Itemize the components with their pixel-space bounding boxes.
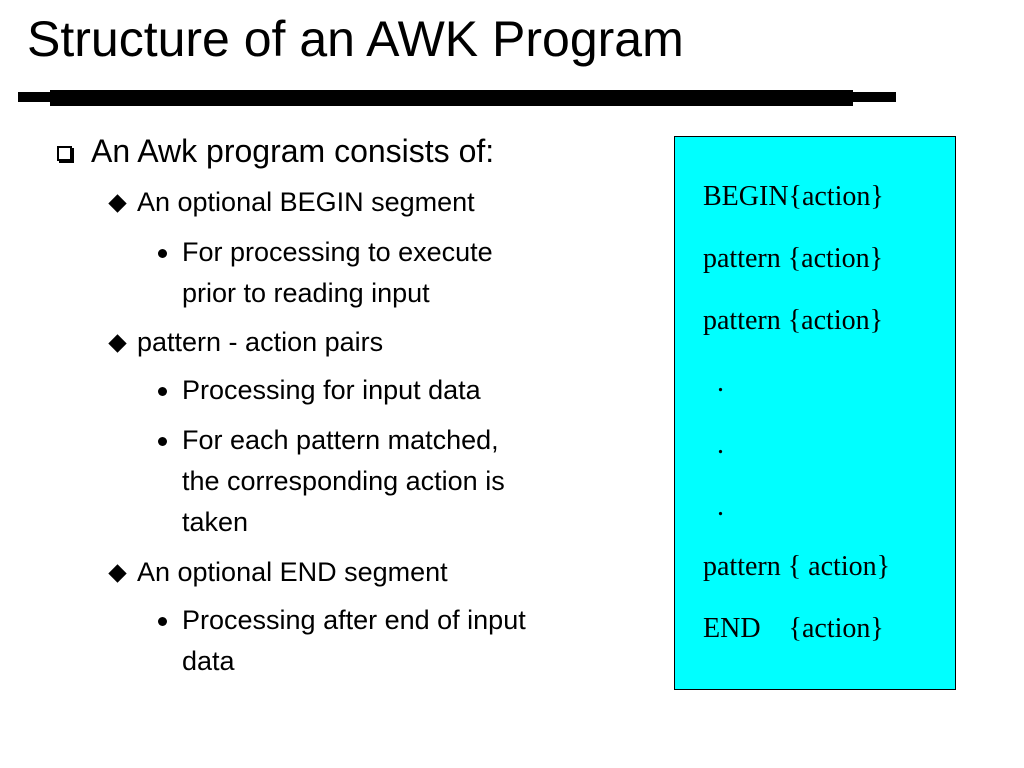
bullet-begin-segment: An optional BEGIN segment	[137, 187, 475, 217]
bullet-end-detail-1: Processing after end of input	[182, 605, 526, 635]
diamond-bullet-icon	[108, 194, 127, 213]
slide-title: Structure of an AWK Program	[27, 11, 684, 67]
code-line-begin: BEGIN{action}	[703, 181, 884, 212]
bullet-end-segment: An optional END segment	[137, 557, 448, 587]
code-line-pattern-2: pattern {action}	[703, 305, 884, 336]
dot-bullet-icon	[158, 249, 167, 258]
square-bullet-icon	[57, 146, 72, 161]
code-line-end: END {action}	[703, 613, 884, 644]
bullet-end-detail-2: data	[182, 646, 235, 676]
bullet-begin-detail-2: prior to reading input	[182, 278, 430, 308]
bullet-pairs-detail-2a: For each pattern matched,	[182, 425, 499, 455]
awk-structure-box: BEGIN{action} pattern {action} pattern {…	[674, 136, 956, 690]
code-line-ellipsis-3: .	[703, 491, 724, 522]
diamond-bullet-icon	[108, 564, 127, 583]
bullet-pairs-detail-2c: taken	[182, 507, 249, 537]
bullet-main: An Awk program consists of:	[91, 133, 495, 169]
dot-bullet-icon	[158, 387, 167, 396]
dot-bullet-icon	[158, 437, 167, 446]
code-line-ellipsis-2: .	[703, 429, 724, 460]
bullet-pairs: pattern - action pairs	[137, 327, 384, 357]
bullet-pairs-detail-2b: the corresponding action is	[182, 466, 505, 496]
bullet-begin-detail-1: For processing to execute	[182, 237, 493, 267]
code-line-pattern-1: pattern {action}	[703, 243, 884, 274]
title-underline-thick	[50, 90, 853, 106]
code-line-pattern-3: pattern { action}	[703, 551, 891, 582]
dot-bullet-icon	[158, 617, 167, 626]
bullet-pairs-detail-1: Processing for input data	[182, 375, 481, 405]
code-line-ellipsis-1: .	[703, 367, 724, 398]
diamond-bullet-icon	[108, 334, 127, 353]
